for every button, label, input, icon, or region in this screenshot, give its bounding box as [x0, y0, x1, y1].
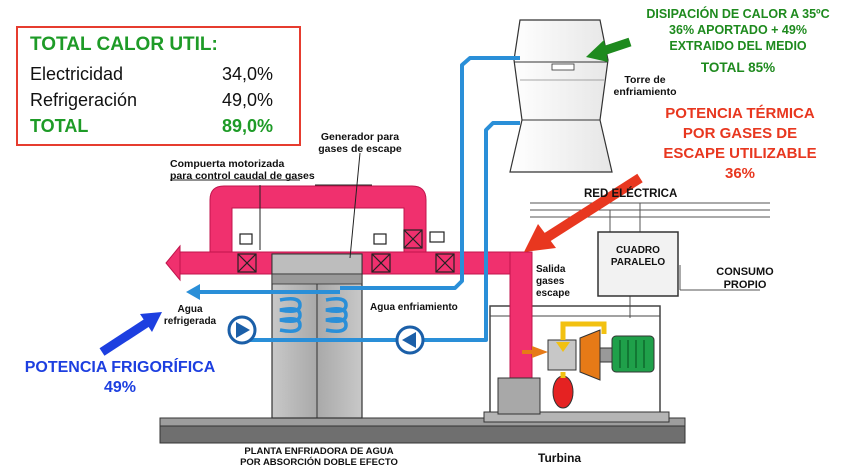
blue-arrow [99, 312, 162, 356]
cooling-power-note: POTENCIA FRIGORÍFICA 49% [0, 358, 240, 398]
panel-label-line-2: PARALELO [610, 257, 666, 268]
pump-right [395, 325, 425, 355]
turbine-assembly [522, 321, 655, 409]
exhaust-label-line-3: escape [536, 288, 570, 299]
useful-heat-summary: TOTAL CALOR UTIL: Electricidad 34,0% Ref… [16, 26, 301, 146]
cooling-power-line-1: POTENCIA FRIGORÍFICA [24, 359, 216, 376]
plant-label-line-1: PLANTA ENFRIADORA DE AGUA [244, 446, 394, 457]
pump-left [227, 315, 257, 345]
dissipation-line-2: 36% APORTADO + 49% [669, 23, 807, 37]
chilled-water-label: Agua refrigerada [150, 304, 230, 328]
cooling-power-value: 49% [103, 379, 137, 396]
dissipation-line-3: EXTRAIDO DEL MEDIO [669, 39, 807, 53]
summary-total-value: 89,0% [221, 116, 273, 136]
summary-value-refrigeration: 49,0% [221, 90, 273, 110]
base-platform [159, 424, 686, 444]
summary-row-electricity: Electricidad [30, 64, 124, 84]
summary-row-refrigeration: Refrigeración [30, 90, 138, 110]
water-out-arrow [186, 284, 200, 300]
grid-lines [530, 202, 770, 318]
plant-label-line-2: POR ABSORCIÓN DOBLE EFECTO [240, 457, 398, 468]
exhaust-label: Salida gases escape [536, 264, 570, 300]
summary-total-label: TOTAL [30, 116, 89, 136]
tower-label-line-1: Torre de [624, 74, 666, 86]
generator-label-line-1: Generador para [320, 131, 400, 143]
chilled-label-line-2: refrigerada [163, 316, 217, 327]
thermal-line-1: POTENCIA TÉRMICA [665, 105, 815, 122]
generator-label-line-2: gases de escape [318, 143, 402, 155]
self-label-line-1: CONSUMO [716, 266, 774, 278]
red-arrow [524, 173, 643, 252]
tower-label-line-2: enfriamiento [613, 86, 677, 98]
cooling-tower [509, 19, 613, 173]
parallel-panel [597, 231, 679, 297]
grid-label: RED ELÉCTRICA [584, 188, 678, 200]
exhaust-stack-box [497, 377, 541, 415]
damper-label-line-2: para control caudal de gases [170, 170, 315, 182]
panel-label-line-1: CUADRO [616, 245, 660, 256]
dissipation-line-1: DISIPACIÓN DE CALOR A 35ºC [646, 7, 830, 21]
exhaust-label-line-2: gases [536, 276, 565, 287]
summary-title: TOTAL CALOR UTIL: [30, 34, 218, 55]
plant-label: PLANTA ENFRIADORA DE AGUA POR ABSORCIÓN … [214, 446, 424, 468]
thermal-power-note: POTENCIA TÉRMICA POR GASES DE ESCAPE UTI… [640, 104, 840, 184]
parallel-panel-label: CUADRO PARALELO [600, 245, 676, 269]
dissipation-note: DISIPACIÓN DE CALOR A 35ºC 36% APORTADO … [628, 6, 848, 76]
turbine-base [483, 411, 670, 423]
dampers [237, 229, 455, 273]
tower-label: Torre de enfriamiento [612, 74, 678, 98]
chilled-label-line-1: Agua [177, 304, 203, 315]
exhaust-label-line-1: Salida [536, 264, 566, 275]
thermal-line-2: POR GASES DE [682, 125, 798, 142]
generator-label: Generador para gases de escape [310, 131, 410, 155]
thermal-value: 36% [724, 165, 756, 182]
turbine-label: Turbina [538, 451, 582, 465]
summary-value-electricity: 34,0% [221, 64, 273, 84]
self-label-line-2: PROPIO [723, 279, 767, 291]
plant-coils [279, 297, 348, 333]
green-arrow [586, 37, 632, 62]
cooling-water-label: Agua enfriamiento [370, 302, 458, 313]
thermal-line-3: ESCAPE UTILIZABLE [663, 145, 817, 162]
damper-label-line-1: Compuerta motorizada [170, 158, 285, 170]
damper-label: Compuerta motorizada para control caudal… [170, 158, 315, 182]
base-platform-top [159, 417, 686, 427]
self-consumption-label: CONSUMO PROPIO [700, 266, 790, 292]
dissipation-total: TOTAL 85% [700, 60, 776, 75]
